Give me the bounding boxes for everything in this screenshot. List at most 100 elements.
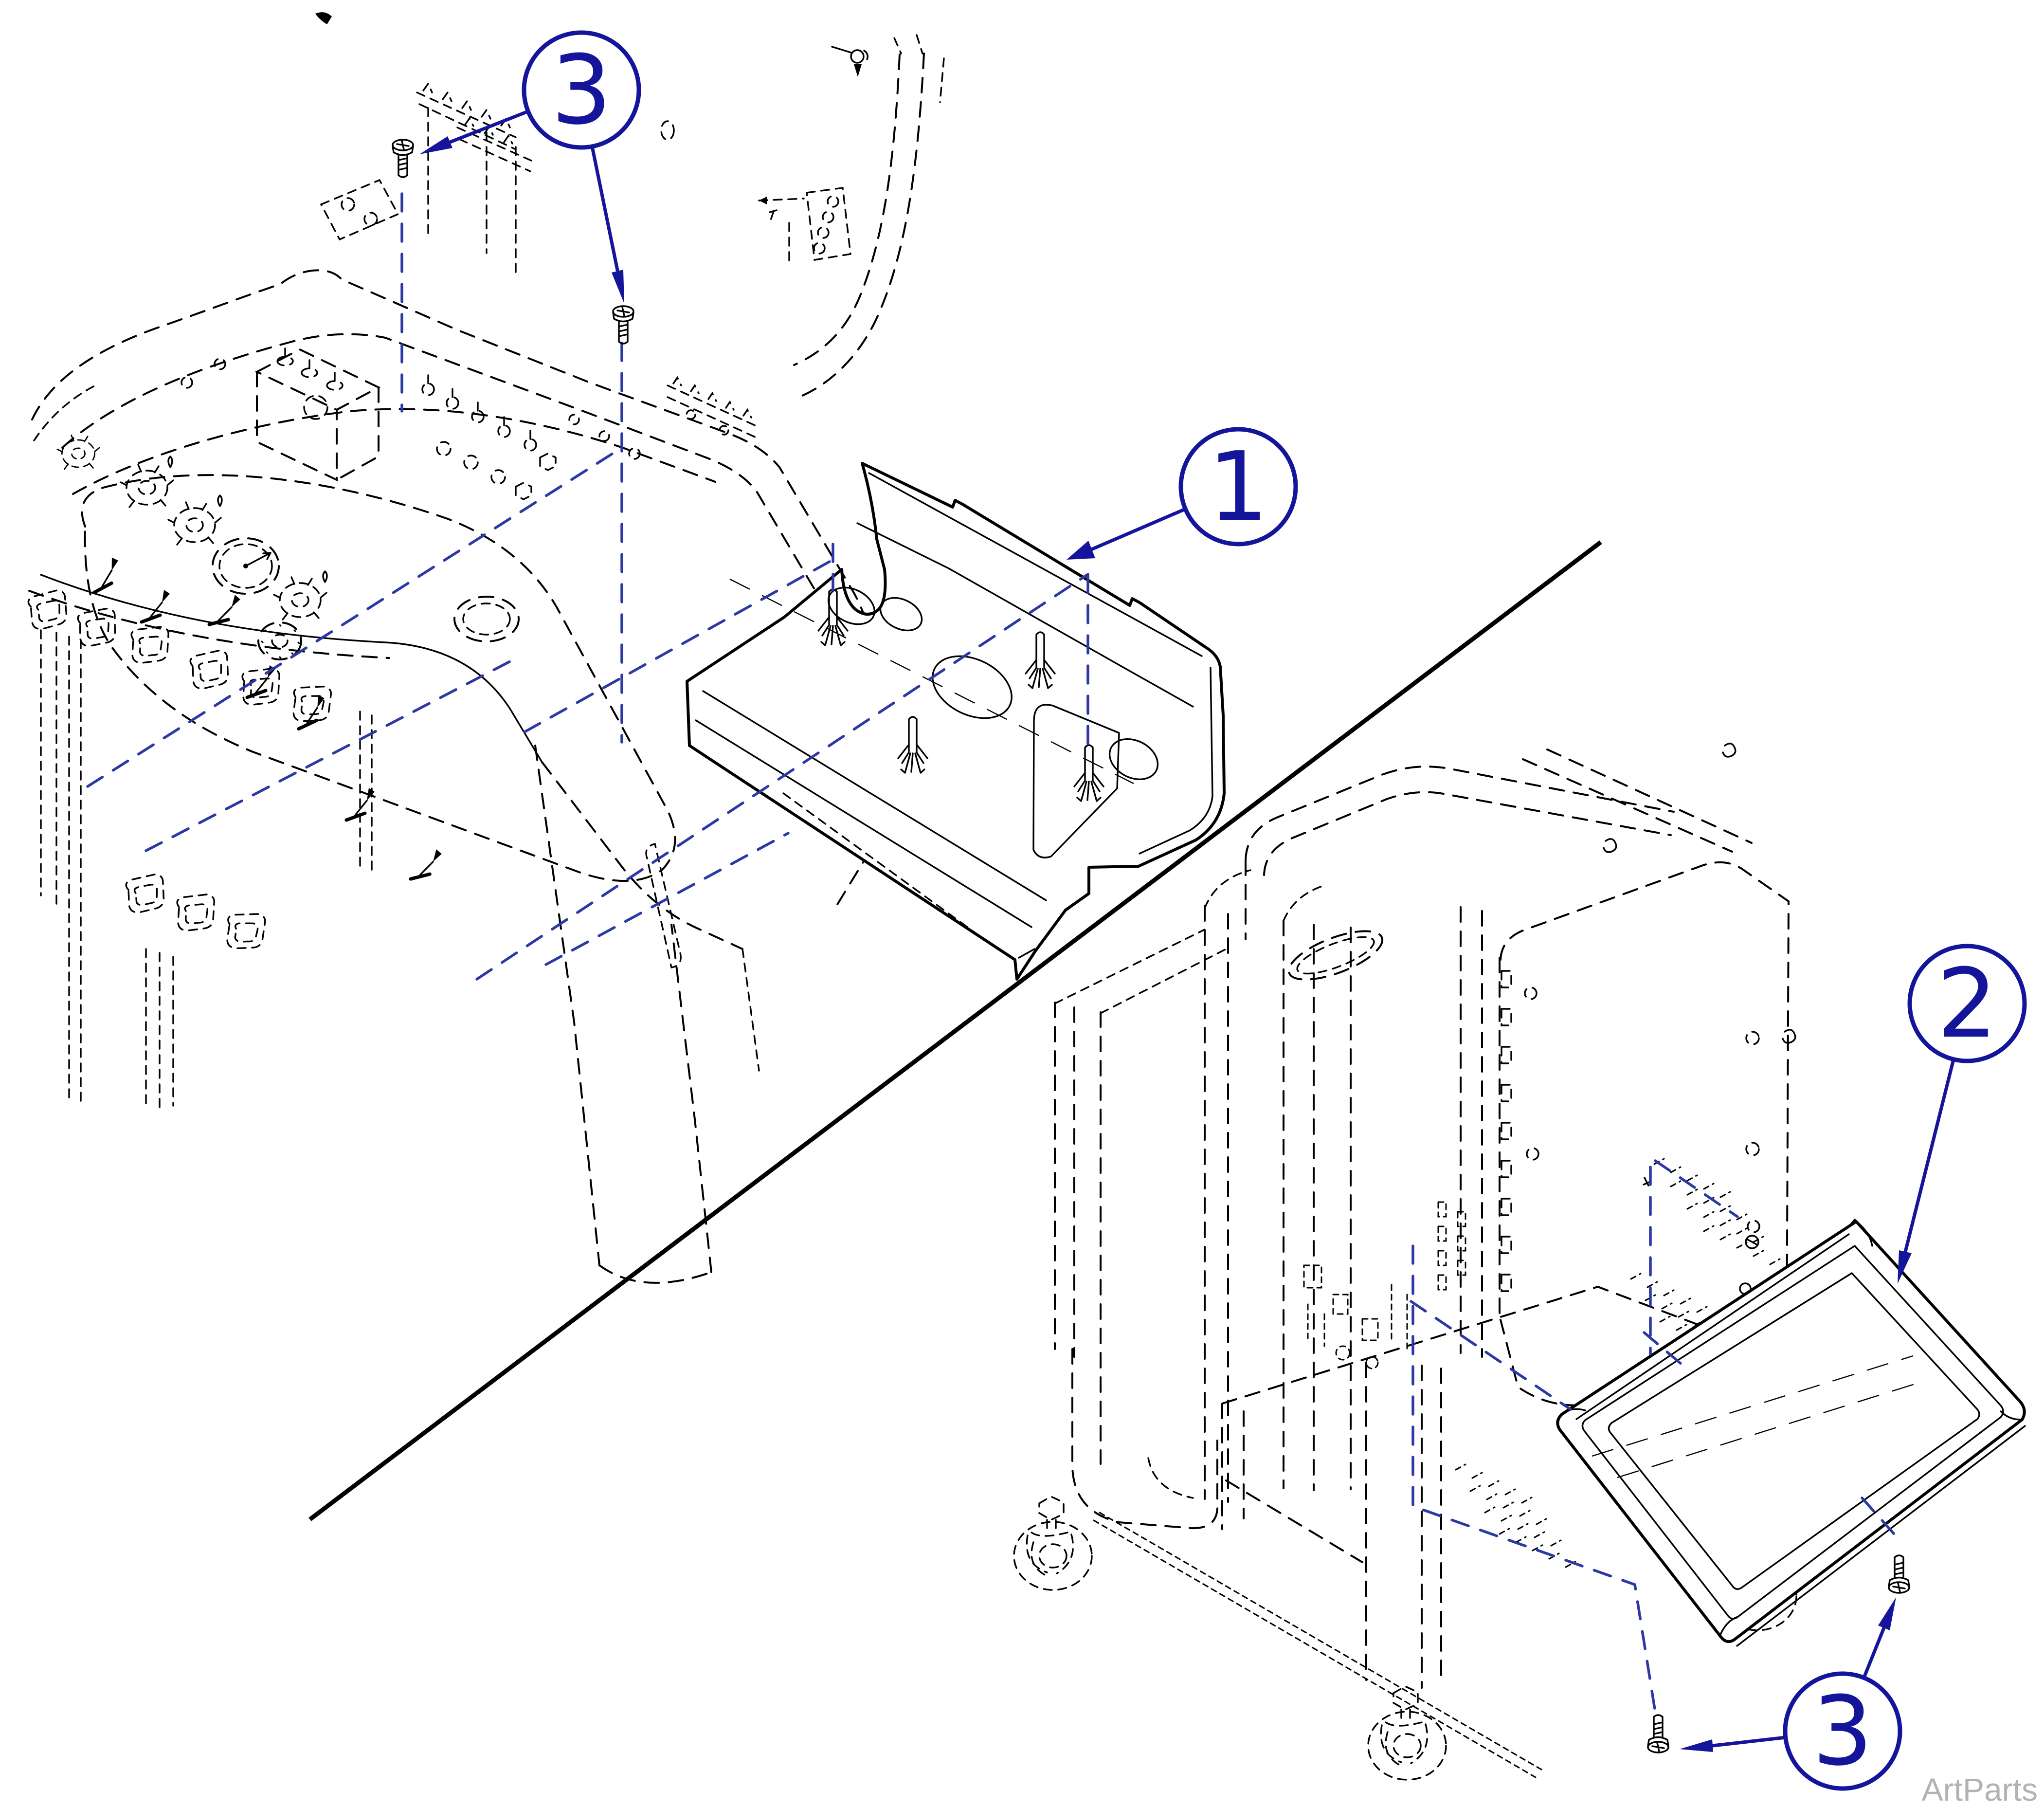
callout-number: 1 — [1208, 432, 1269, 543]
callout-1: 1 — [1067, 427, 1298, 560]
caster-rear-left — [1013, 1496, 1093, 1591]
deck-edge — [72, 408, 716, 495]
plate-hole-1 — [686, 409, 696, 420]
bracket-hole-2 — [363, 212, 378, 226]
screw-left — [1647, 1714, 1669, 1753]
leader-line-2 — [1711, 1735, 1788, 1748]
leader-line — [1862, 1626, 1886, 1679]
support-arm-outer — [798, 53, 925, 398]
rotary-selector — [257, 621, 302, 660]
callout-3-top: 3 — [419, 30, 641, 304]
projection-left-screw — [1411, 1244, 1657, 1714]
divider-line — [308, 540, 1602, 1521]
column-foot-inner — [1147, 1457, 1194, 1499]
projection-diag-4 — [475, 573, 1089, 981]
rail-drop-lines — [427, 107, 517, 274]
upper-column — [534, 745, 712, 1284]
front-edge — [40, 574, 543, 763]
callout-number: 2 — [1937, 949, 1998, 1059]
callout-2: 2 — [1898, 944, 2027, 1284]
cover-face-centerline — [729, 578, 1134, 785]
knob-1 — [56, 435, 100, 470]
tray-floor-lines — [1592, 1355, 1924, 1478]
screw-a — [392, 139, 414, 178]
manifold-block — [254, 348, 381, 482]
holder-3 — [130, 626, 169, 664]
part-1-cover — [686, 462, 1226, 981]
rear-top-rails — [1522, 748, 1753, 853]
holder-9 — [225, 911, 267, 951]
toggle-1 — [90, 557, 122, 592]
upper-projection-lines — [86, 192, 1089, 981]
back-panel-holes — [1524, 986, 1760, 1233]
arrowhead — [1898, 1250, 1912, 1284]
leader-line-2 — [590, 145, 619, 272]
part-2-tray — [1556, 1219, 2026, 1647]
knob-2 — [120, 464, 174, 508]
front-leg-lines — [1225, 1362, 1442, 1689]
projection-diag-5 — [544, 832, 790, 966]
spiked-rail-lower — [456, 116, 532, 172]
cover-right-wall-lines — [1139, 667, 1213, 855]
tray-lip-line — [1575, 1233, 1850, 1420]
spiked-rail-upper — [416, 82, 517, 150]
cover-back-wall-lines — [856, 472, 1203, 708]
screw-right — [1888, 1554, 1910, 1594]
callout-circle — [1783, 1671, 1902, 1791]
holder-4 — [188, 649, 231, 691]
watermark: ArtParts — [1922, 1771, 2038, 1807]
toggle-5 — [296, 694, 327, 729]
gauge-needle — [245, 552, 271, 567]
tray-silhouette — [1556, 1220, 2026, 1643]
deck-spiked-plate — [667, 376, 758, 438]
leader-line — [1089, 507, 1187, 551]
top-hook-glyph — [315, 12, 332, 24]
arrowhead — [419, 136, 452, 154]
knob-3 — [167, 501, 222, 546]
small-bracket — [320, 179, 399, 241]
column-outer — [1054, 905, 1352, 1503]
tray-corner-curls — [1561, 1219, 2023, 1637]
arrowhead — [1067, 541, 1095, 560]
upper-column-inner — [645, 842, 760, 1072]
column-cap — [1054, 869, 1324, 1014]
front-under-line — [28, 590, 390, 659]
projection-diag-b — [1654, 1159, 1739, 1218]
small-ring — [660, 120, 675, 141]
plate-hole-2 — [719, 425, 729, 436]
callout-circle — [1178, 427, 1298, 547]
cover-cutout — [1032, 704, 1120, 858]
leader-line — [448, 110, 530, 144]
projection-diag-2 — [145, 657, 518, 852]
leader-line — [1903, 1058, 1955, 1254]
callout-circle — [522, 30, 641, 150]
toggle-7 — [411, 847, 442, 882]
fitting-arrow — [854, 64, 862, 77]
toggle-2 — [142, 590, 170, 622]
cup-holder — [453, 596, 520, 642]
callout-circle — [1907, 944, 2027, 1063]
edge-clips — [1603, 743, 1796, 1044]
tray-front-fold — [1736, 1425, 2026, 1647]
cover-silhouette — [686, 462, 1226, 981]
manifold-cylinders — [276, 345, 344, 391]
vent-cluster-upper — [1653, 1158, 1781, 1265]
drip-marks — [167, 456, 328, 583]
callout-3-bottom: 3 — [1680, 1597, 1902, 1791]
knob-4 — [273, 576, 327, 621]
projection-diag-c — [1643, 1331, 1690, 1371]
holder-2 — [76, 607, 118, 648]
column-foot — [1071, 1348, 1218, 1530]
cover-skirt-creases — [695, 690, 1047, 928]
bracket-hole-1 — [341, 197, 355, 212]
projection-diag-1 — [86, 446, 623, 788]
floor-line — [1093, 1512, 1542, 1778]
head-outline — [31, 269, 875, 709]
hook-bracket — [758, 187, 851, 267]
cover-small-hole — [879, 597, 923, 632]
hinge-knuckles — [1501, 970, 1512, 1292]
support-arm-inner — [793, 54, 901, 366]
arm-top-fitting — [831, 46, 868, 77]
